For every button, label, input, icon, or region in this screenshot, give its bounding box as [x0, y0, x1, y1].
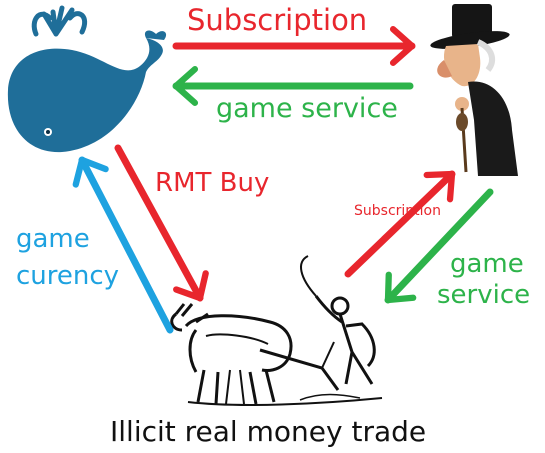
- ox-plough-farmer-icon: [170, 255, 383, 406]
- label-game-curency-line1: game: [16, 224, 90, 254]
- arrow-farmer-subscription: [344, 170, 456, 278]
- arrow-game-currency: [72, 156, 174, 334]
- top-hat-old-man-icon: [430, 4, 518, 176]
- label-subscription-small: Subscription: [354, 203, 441, 219]
- label-game-curency-line2: curency: [16, 261, 120, 291]
- arrow-rmt-buy: [114, 144, 209, 302]
- arrow-publisher-game-service: [384, 188, 494, 304]
- label-game-service-right-line2: service: [437, 280, 531, 310]
- label-subscription-top: Subscription: [187, 3, 368, 37]
- label-rmt-buy: RMT Buy: [155, 168, 270, 198]
- label-game-service-top: game service: [216, 93, 398, 124]
- diagram-caption: Illicit real money trade: [110, 415, 427, 448]
- label-game-service-right-line1: game: [450, 249, 524, 279]
- whale-icon: [7, 5, 167, 153]
